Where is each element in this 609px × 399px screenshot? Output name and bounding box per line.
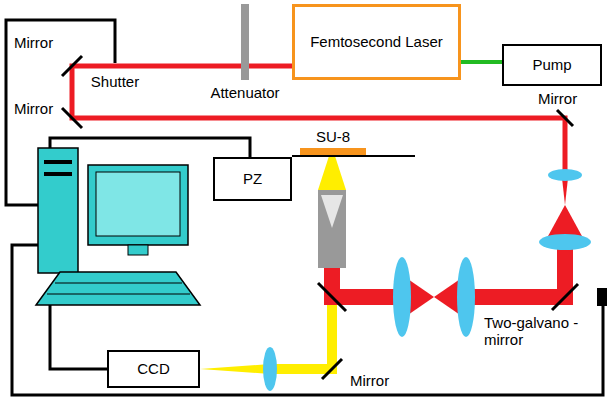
lens — [263, 169, 591, 391]
pump-beam — [461, 60, 502, 64]
shutter-label: Shutter — [91, 73, 139, 90]
sample-label: SU-8 — [316, 128, 350, 145]
computer-icon — [36, 148, 200, 305]
piezo-stage-box: PZ — [213, 157, 292, 201]
pump-box: Pump — [502, 44, 602, 86]
laser-beam — [72, 66, 583, 319]
mirror-label: Mirror — [14, 34, 53, 51]
objective-lens — [318, 190, 346, 268]
sample-stage — [292, 155, 415, 157]
sample-layer — [300, 148, 366, 155]
attenuator-plate — [241, 4, 249, 80]
mirror-label: Mirror — [538, 90, 577, 107]
device-name: CCD — [137, 360, 170, 378]
device-name: Femtosecond Laser — [310, 33, 443, 51]
mirror-label: Mirror — [350, 372, 389, 389]
imaging-beam — [200, 156, 346, 374]
device-name: Pump — [532, 56, 571, 74]
mirror-label: Mirror — [14, 100, 53, 117]
attenuator-label: Attenuator — [210, 84, 279, 101]
device-name: PZ — [243, 170, 262, 188]
laser-box: Femtosecond Laser — [292, 4, 461, 80]
galvano-controller — [597, 288, 607, 306]
galvano-label: Two-galvano -mirror — [484, 314, 584, 349]
camera-box: CCD — [107, 350, 200, 388]
